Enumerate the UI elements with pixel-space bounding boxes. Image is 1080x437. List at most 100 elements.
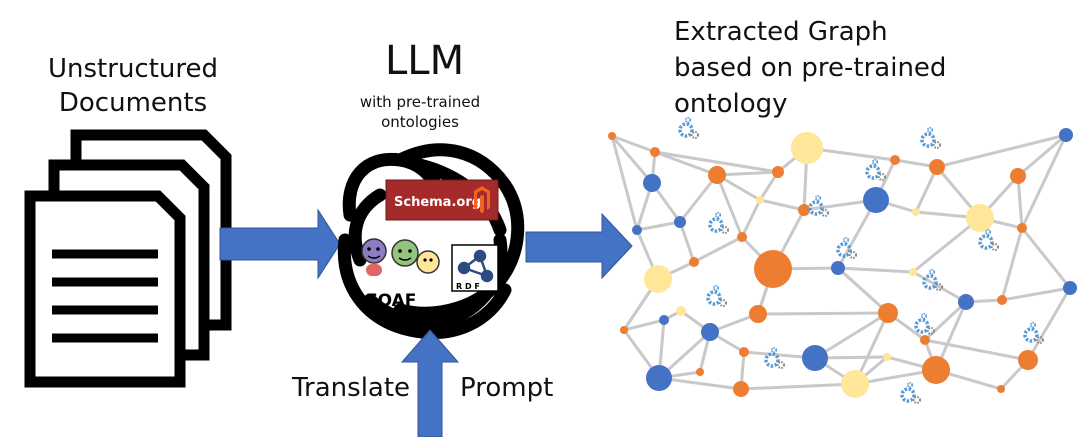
graph-node: [737, 232, 747, 242]
graph-edge: [654, 150, 779, 174]
graph-node: [1063, 281, 1077, 295]
graph-node: [756, 196, 764, 204]
document-stack-icon: [24, 129, 232, 388]
graph-edge: [1020, 134, 1068, 229]
graph-edge: [716, 170, 779, 177]
magento-logo-icon: [474, 186, 490, 213]
rdf-badge: R D F: [451, 244, 499, 292]
graph-edge: [611, 134, 656, 154]
graph-node: [754, 250, 792, 288]
graph-node: [696, 368, 704, 376]
graph-edge: [610, 135, 654, 184]
llm-subtitle-line2: ontologies: [381, 113, 459, 131]
graph-edge: [740, 199, 762, 238]
graph-edge: [837, 266, 914, 274]
graph-node: [708, 166, 726, 184]
gear-icon: [920, 126, 941, 149]
gear-icon: [914, 312, 935, 335]
document-page-front: [24, 190, 186, 388]
graph-node: [749, 305, 767, 323]
gear-icon: [1023, 321, 1044, 344]
graph-node: [883, 353, 891, 361]
graph-node: [878, 303, 898, 323]
prompt-label: Prompt: [460, 373, 554, 403]
graph-node: [608, 132, 616, 140]
documents-title-line2: Documents: [58, 88, 208, 118]
graph-edge: [1026, 287, 1072, 361]
graph-edge: [623, 318, 665, 332]
graph-node: [733, 381, 749, 397]
gear-icon: [764, 346, 785, 369]
graph-node: [841, 370, 869, 398]
gear-icon: [808, 194, 829, 217]
graph-edge: [912, 216, 981, 274]
graph-node: [772, 166, 784, 178]
gear-icon: [865, 158, 886, 181]
graph-gears: [678, 116, 1044, 404]
graph-node: [912, 208, 920, 216]
graph-node: [831, 261, 845, 275]
foaf-faces-icon: FOAF: [361, 238, 440, 311]
graph-node: [890, 155, 900, 165]
graph-edge: [693, 235, 743, 264]
graph-node: [1017, 223, 1027, 233]
graph-title-line3: ontology: [674, 89, 788, 119]
gear-icon: [836, 236, 857, 259]
graph-node: [802, 345, 828, 371]
graph-edge: [914, 166, 939, 213]
graph-edge: [1000, 227, 1024, 301]
graph-node: [958, 294, 974, 310]
gear-icon: [922, 268, 943, 291]
graph-node: [674, 216, 686, 228]
graph-node: [701, 323, 719, 341]
graph-edge: [1020, 227, 1072, 289]
arrow-up-icon: [400, 329, 460, 437]
graph-edge: [610, 135, 639, 231]
graph-node: [659, 315, 669, 325]
gear-icon: [678, 116, 699, 139]
gear-icon: [706, 284, 727, 307]
gear-icon: [900, 381, 921, 404]
gear-icon: [708, 211, 729, 234]
graph-edge: [814, 311, 889, 360]
graph-node: [1010, 168, 1026, 184]
graph-edge: [923, 300, 968, 342]
graph-edge: [836, 266, 890, 315]
graph-node: [863, 187, 889, 213]
llm-subtitle-line1: with pre-trained: [359, 93, 481, 111]
graph-edge: [924, 338, 1029, 362]
graph-edge: [1017, 133, 1067, 178]
schema-org-label: Schema.org: [394, 195, 481, 210]
schema-org-badge: Schema.org: [385, 179, 499, 221]
graph-node: [676, 306, 686, 316]
graph-node: [632, 225, 642, 235]
documents-title: Unstructured Documents: [48, 52, 218, 120]
graph-node: [644, 265, 672, 293]
graph-node: [929, 159, 945, 175]
graph-node: [997, 295, 1007, 305]
graph-edge: [1001, 286, 1071, 302]
graph-node: [922, 356, 950, 384]
graph-node: [997, 385, 1005, 393]
graph-edge: [678, 221, 696, 263]
arrow-right-icon: [525, 212, 633, 280]
graph-node: [620, 326, 628, 334]
graph-edge: [654, 150, 718, 177]
graph-node: [646, 365, 672, 391]
graph-nodes: [608, 128, 1077, 398]
graph-edge: [936, 133, 1067, 169]
translate-label: Translate: [292, 373, 411, 403]
graph-node: [739, 347, 749, 357]
graph-node: [798, 204, 810, 216]
documents-title-line1: Unstructured: [48, 54, 219, 84]
foaf-label: FOAF: [366, 291, 416, 311]
graph-node: [1059, 128, 1073, 142]
llm-subtitle: with pre-trained ontologies: [345, 92, 495, 132]
graph-node: [920, 335, 930, 345]
graph-node: [650, 147, 660, 157]
graph-title-line2: based on pre-trained: [674, 53, 947, 83]
gear-icon: [978, 228, 999, 251]
llm-title: LLM: [385, 38, 465, 84]
graph-edge: [1016, 175, 1024, 229]
